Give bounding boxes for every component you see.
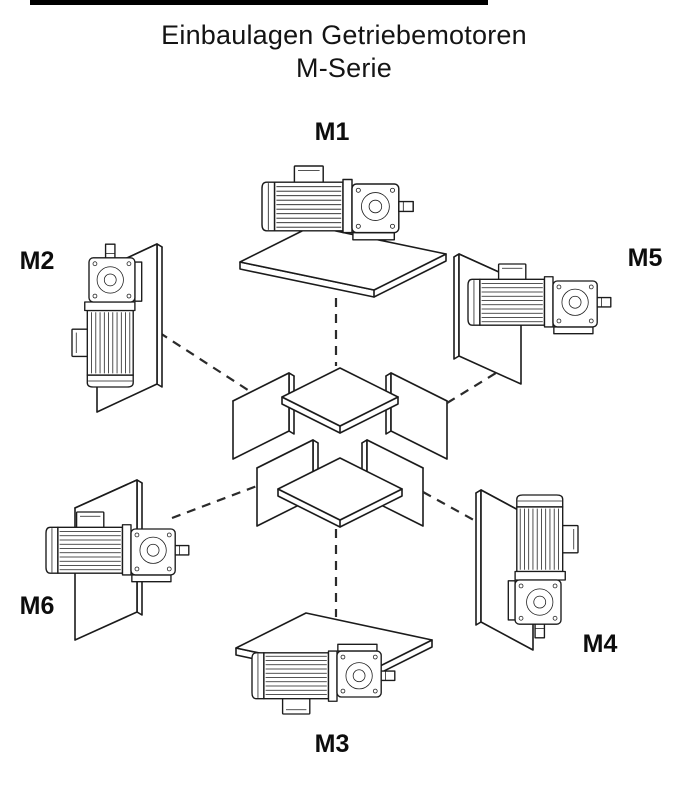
gearmotor-m3-drawing xyxy=(251,643,396,715)
dashed-connector-m4 xyxy=(422,491,482,525)
position-m2 xyxy=(71,243,163,413)
position-label-m6: M6 xyxy=(19,592,55,620)
dashed-connectors xyxy=(145,298,497,617)
position-label-m4: M4 xyxy=(582,630,618,658)
position-m6 xyxy=(45,479,190,641)
dashed-connector-m5 xyxy=(446,372,497,404)
position-m1 xyxy=(239,165,447,298)
dashed-connector-m6 xyxy=(171,484,258,520)
dashed-connector-m2 xyxy=(145,323,252,393)
gearmotor-m1-drawing xyxy=(261,165,414,241)
page-title-line1: Einbaulagen Getriebemotoren xyxy=(161,20,527,50)
position-label-m5: M5 xyxy=(627,244,663,272)
position-label-m1: M1 xyxy=(314,118,350,146)
m1-floor-plate xyxy=(239,225,447,298)
gearmotor-m4-drawing xyxy=(507,494,579,639)
cube-top-plate xyxy=(281,367,399,434)
cube-bottom-plate xyxy=(277,457,403,528)
top-crop-bar xyxy=(30,0,488,5)
position-m3 xyxy=(235,612,433,715)
page-title-line2: M-Serie xyxy=(296,53,392,83)
mounting-cube xyxy=(232,367,448,528)
position-m4 xyxy=(475,489,579,651)
position-label-m2: M2 xyxy=(19,247,55,275)
position-m5 xyxy=(453,253,612,385)
gearmotor-m2-drawing xyxy=(71,243,143,388)
cube-wall-upper-right xyxy=(385,372,448,460)
position-label-m3: M3 xyxy=(314,730,350,758)
cube-wall-upper-left xyxy=(232,372,295,460)
